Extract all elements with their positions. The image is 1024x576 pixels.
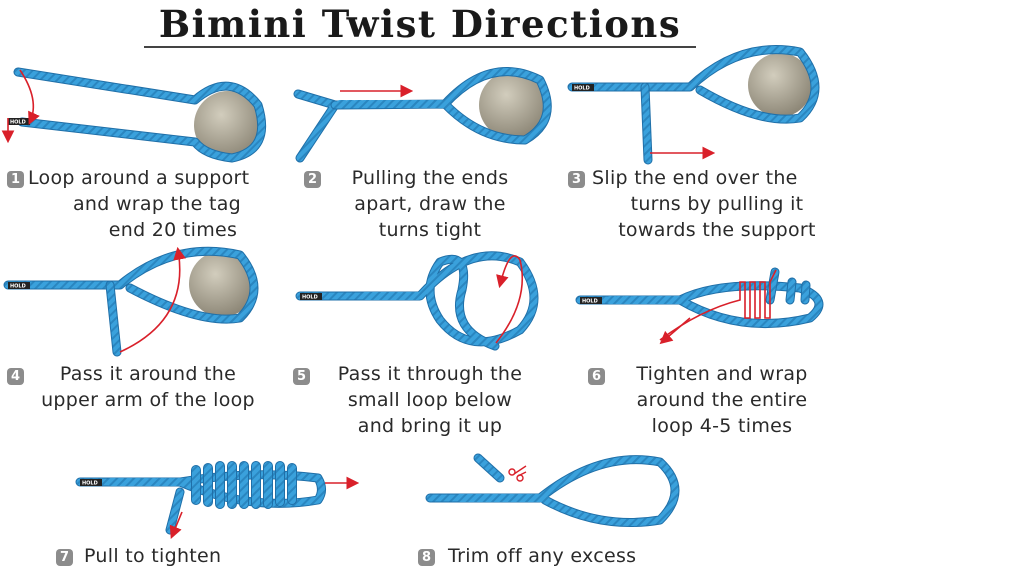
step-2-illustration [293, 67, 552, 163]
caption-line: Pulling the ends [351, 167, 509, 189]
step-5-illustration: HOLD [295, 251, 539, 351]
step-badge: 1 [7, 171, 24, 188]
caption-line: loop 4-5 times [651, 415, 793, 437]
caption-line: upper arm of the loop [41, 389, 255, 411]
caption-line: small loop below [347, 389, 513, 411]
page-title: Bimini Twist Directions [158, 2, 682, 46]
step-badge: 8 [418, 549, 435, 566]
caption-line: end 20 times [108, 219, 238, 241]
hold-tag: HOLD [10, 120, 26, 126]
caption-line: towards the support [618, 219, 816, 241]
title-underline [144, 46, 696, 48]
step-badge: 3 [568, 171, 585, 188]
hold-tag: HOLD [574, 86, 590, 92]
caption-line: apart, draw the [354, 193, 506, 215]
caption-line: Loop around a support [28, 167, 250, 189]
caption-line: Pull to tighten [84, 545, 222, 567]
support-post [189, 251, 255, 317]
support-post [194, 91, 262, 159]
step-badge: 6 [588, 368, 605, 385]
step-4-illustration: HOLD [3, 246, 259, 357]
caption-line: Slip the end over the [592, 167, 798, 189]
caption-line: Pass it through the [337, 363, 523, 385]
step-1-illustration: HOLD [1, 67, 267, 163]
step-badge: 2 [304, 171, 321, 188]
step-badge: 5 [293, 368, 310, 385]
support-post [479, 71, 547, 139]
caption-line: Tighten and wrap [636, 363, 808, 385]
caption-line: Pass it around the [59, 363, 237, 385]
hold-tag: HOLD [10, 284, 26, 290]
caption-line: Trim off any excess [448, 545, 637, 567]
wrap-coils [191, 461, 297, 509]
caption-line: and bring it up [357, 415, 503, 437]
hold-tag: HOLD [82, 481, 98, 487]
step-6-illustration: HOLD [575, 267, 824, 345]
step-badge: 4 [7, 368, 24, 385]
step-7-illustration: HOLD [75, 461, 360, 539]
caption-line: around the entire [636, 389, 808, 411]
hold-tag: HOLD [582, 299, 598, 305]
support-post [748, 53, 812, 117]
caption-line: turns by pulling it [630, 193, 804, 215]
caption-line: and wrap the tag [72, 193, 242, 215]
hold-tag: HOLD [302, 295, 318, 301]
step-badge: 7 [56, 549, 73, 566]
step-3-illustration: HOLD [567, 45, 820, 165]
scissors-icon [508, 465, 527, 482]
step-8-illustration [425, 453, 680, 527]
caption-line: turns tight [378, 219, 482, 241]
